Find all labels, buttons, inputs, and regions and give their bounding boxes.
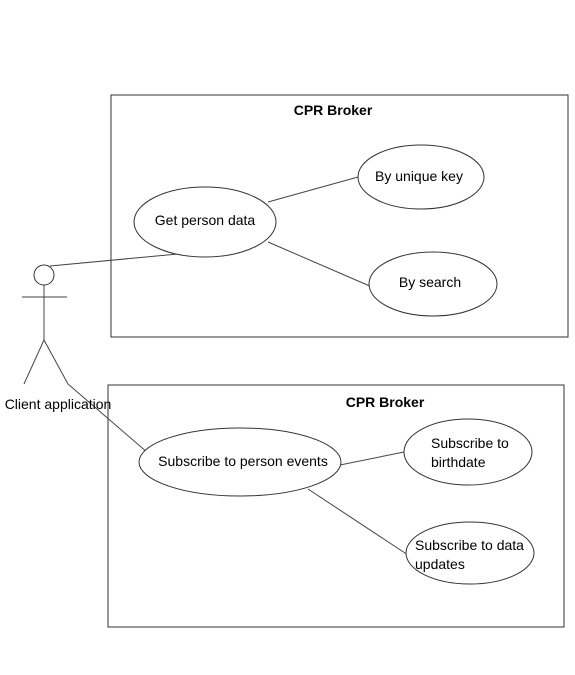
use-case-subscribe-person-events <box>138 427 342 497</box>
association-actor-get-person-data <box>49 253 179 267</box>
use-case-get-person-data <box>133 186 277 258</box>
include-by-unique-key <box>267 176 359 203</box>
system-title-1: CPR Broker <box>294 102 373 118</box>
use-case-by-unique-key <box>357 144 485 210</box>
use-case-subscribe-birthdate-line-1: Subscribe to <box>431 435 509 451</box>
use-case-by-unique-key-label: By unique key <box>375 168 463 184</box>
use-case-by-search-label: By search <box>399 274 461 290</box>
use-case-subscribe-birthdate <box>403 418 533 486</box>
system-title-2: CPR Broker <box>346 394 425 410</box>
system-boundary-2 <box>107 384 565 628</box>
include-subscribe-birthdate <box>339 451 405 466</box>
use-case-subscribe-birthdate-line-2: birthdate <box>431 454 486 470</box>
include-by-search <box>267 241 373 288</box>
use-case-subscribe-person-events-label: Subscribe to person events <box>158 453 328 469</box>
use-case-get-person-data-label: Get person data <box>155 212 256 228</box>
use-case-subscribe-data-updates <box>405 521 535 585</box>
actor-label: Client application <box>5 396 112 412</box>
actor-icon <box>22 264 69 385</box>
use-case-by-search <box>368 251 498 317</box>
association-actor-subscribe-person-events <box>67 383 149 454</box>
include-subscribe-data-updates <box>307 488 409 556</box>
use-case-subscribe-data-updates-line-1: Subscribe to data <box>415 537 524 553</box>
use-case-subscribe-data-updates-line-2: updates <box>415 556 465 572</box>
